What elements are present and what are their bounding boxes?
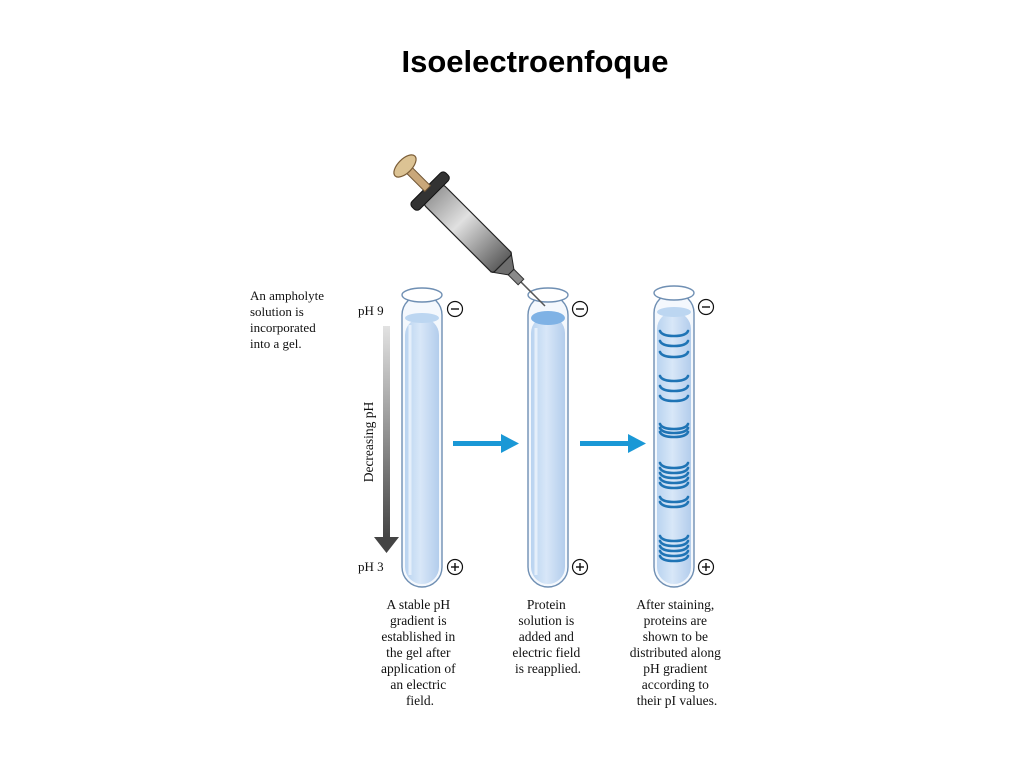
protein-band [658,481,690,490]
protein-band [658,554,690,563]
protein-band [658,422,690,431]
protein-band [658,394,690,403]
gel-tube-1 [401,287,443,588]
protein-band [658,544,690,553]
protein-band [658,500,690,509]
gel-tube-2 [527,287,569,588]
protein-band [658,430,690,439]
ph-bottom-label: pH 3 [358,559,384,574]
electrode-negative-3 [697,298,715,316]
syringe-icon [393,154,546,307]
protein-band [658,350,690,359]
decreasing-ph-arrow [374,326,399,553]
protein-band [658,374,690,383]
protein-band [658,539,690,548]
process-arrow-2 [580,434,646,453]
protein-band [658,339,690,348]
protein-bands [658,329,690,563]
electrode-positive-1 [446,558,464,576]
ph-top-label: pH 9 [358,303,384,318]
protein-band [658,384,690,393]
caption-2: Protein solution is added and electric f… [512,597,583,676]
caption-1: A stable pH gradient is established in t… [381,597,459,708]
protein-band [658,549,690,558]
intro-line: incorporated [250,320,316,335]
protein-band [658,466,690,475]
intro-line: An ampholyte [250,288,324,303]
gradient-label: Decreasing pH [361,401,376,482]
protein-band [658,471,690,480]
electrode-negative-1 [446,300,464,318]
protein-band [658,534,690,543]
protein-band [658,495,690,504]
electrode-negative-2 [571,300,589,318]
protein-band [658,426,690,435]
intro-line: solution is [250,304,304,319]
intro-text: An ampholyte solution is incorporated in… [250,288,327,351]
intro-line: into a gel. [250,336,302,351]
protein-band [658,329,690,338]
page-title: Isoelectroenfoque [401,44,669,79]
caption-3: After staining, proteins are shown to be… [630,597,725,708]
protein-band [658,461,690,470]
process-arrow-1 [453,434,519,453]
electrode-positive-3 [697,558,715,576]
protein-band [658,476,690,485]
electrode-positive-2 [571,558,589,576]
